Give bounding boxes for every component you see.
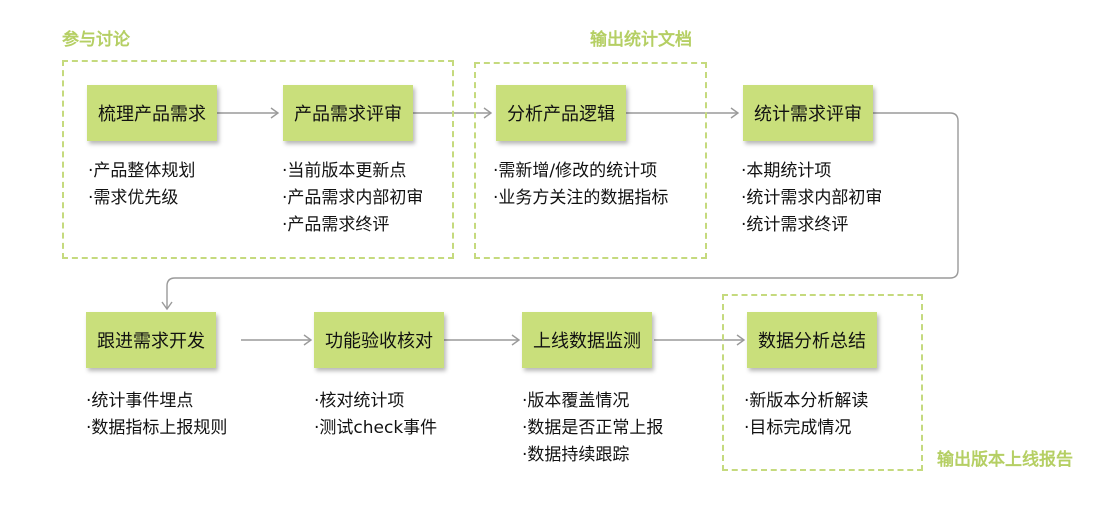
list-item: 数据是否正常上报 — [522, 415, 663, 442]
step-acceptance-check: 功能验收核对 — [314, 312, 444, 368]
bullets-launch-monitoring: 版本覆盖情况 数据是否正常上报 数据持续跟踪 — [522, 388, 663, 469]
list-item: 统计需求终评 — [741, 212, 882, 239]
list-item: 目标完成情况 — [744, 415, 868, 442]
bullets-follow-development: 统计事件埋点 数据指标上报规则 — [86, 388, 227, 442]
arrowhead-4-5 — [161, 301, 173, 311]
arrowhead-3-4 — [730, 107, 740, 119]
group-box-launch-report — [722, 294, 923, 471]
step-launch-monitoring: 上线数据监测 — [522, 312, 652, 368]
list-item: 当前版本更新点 — [282, 158, 423, 185]
list-item: 需新增/修改的统计项 — [493, 158, 668, 185]
group-label-discussion: 参与讨论 — [62, 30, 130, 50]
bullets-acceptance-check: 核对统计项 测试check事件 — [314, 388, 437, 442]
step-analyze-logic: 分析产品逻辑 — [496, 85, 626, 141]
group-label-stats-doc: 输出统计文档 — [590, 30, 692, 50]
list-item: 需求优先级 — [88, 185, 195, 212]
arrowhead-6-7 — [511, 334, 521, 346]
step-analysis-summary: 数据分析总结 — [747, 312, 877, 368]
arrowhead-7-8 — [736, 334, 746, 346]
arrow-4-5 — [166, 112, 959, 309]
list-item: 版本覆盖情况 — [522, 388, 663, 415]
list-item: 业务方关注的数据指标 — [493, 185, 668, 212]
arrowhead-2-3 — [483, 107, 493, 119]
arrowhead-5-6 — [303, 334, 313, 346]
bullets-sort-requirements: 产品整体规划 需求优先级 — [88, 158, 195, 212]
step-product-review: 产品需求评审 — [283, 85, 413, 141]
list-item: 本期统计项 — [741, 158, 882, 185]
step-follow-development: 跟进需求开发 — [86, 312, 216, 368]
list-item: 产品需求终评 — [282, 212, 423, 239]
list-item: 产品需求内部初审 — [282, 185, 423, 212]
bullets-analysis-summary: 新版本分析解读 目标完成情况 — [744, 388, 868, 442]
list-item: 产品整体规划 — [88, 158, 195, 185]
list-item: 数据指标上报规则 — [86, 415, 227, 442]
group-label-launch-report: 输出版本上线报告 — [937, 450, 1073, 470]
step-sort-requirements: 梳理产品需求 — [87, 85, 217, 141]
list-item: 测试check事件 — [314, 415, 437, 442]
list-item: 统计需求内部初审 — [741, 185, 882, 212]
list-item: 数据持续跟踪 — [522, 442, 663, 469]
arrowhead-1-2 — [270, 107, 280, 119]
group-box-discussion — [62, 60, 454, 259]
step-stats-review: 统计需求评审 — [743, 85, 873, 141]
list-item: 核对统计项 — [314, 388, 437, 415]
group-box-stats-doc — [474, 62, 707, 259]
bullets-stats-review: 本期统计项 统计需求内部初审 统计需求终评 — [741, 158, 882, 239]
list-item: 新版本分析解读 — [744, 388, 868, 415]
bullets-analyze-logic: 需新增/修改的统计项 业务方关注的数据指标 — [493, 158, 668, 212]
bullets-product-review: 当前版本更新点 产品需求内部初审 产品需求终评 — [282, 158, 423, 239]
list-item: 统计事件埋点 — [86, 388, 227, 415]
